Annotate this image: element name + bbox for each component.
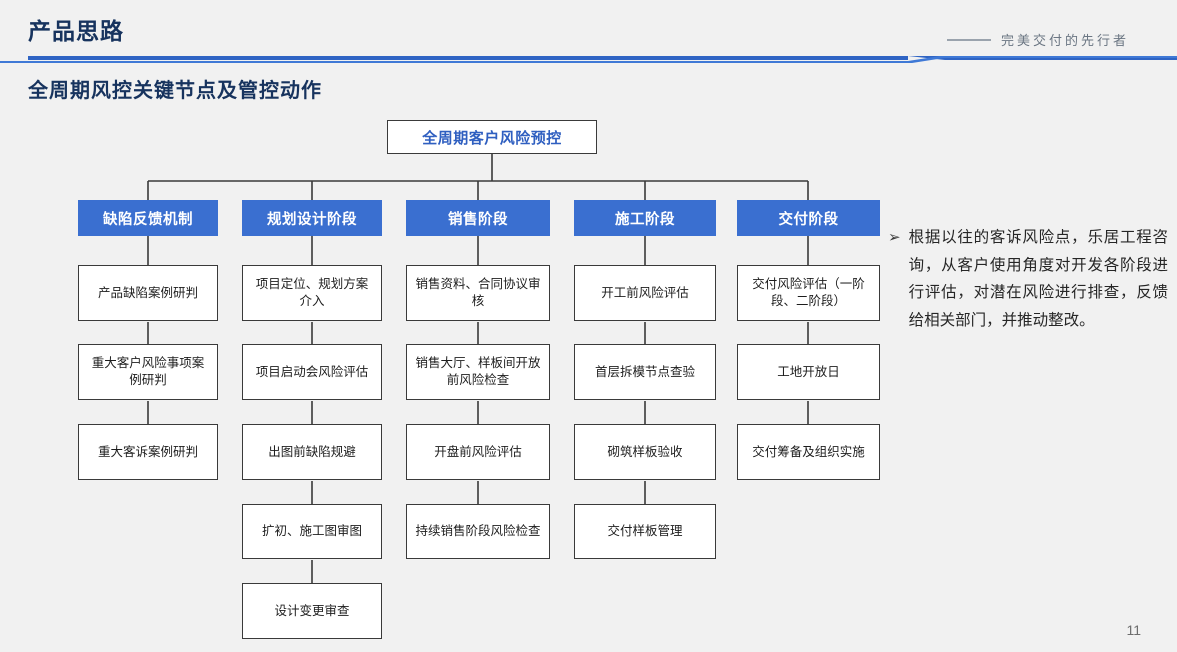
- node-c2-2[interactable]: 项目启动会风险评估: [242, 344, 382, 400]
- node-c4-1[interactable]: 开工前风险评估: [574, 265, 716, 321]
- node-c5-2[interactable]: 工地开放日: [737, 344, 880, 400]
- flowchart-column-2: 规划设计阶段 项目定位、规划方案介入 项目启动会风险评估 出图前缺陷规避 扩初、…: [242, 200, 382, 639]
- column-header-defect-feedback[interactable]: 缺陷反馈机制: [78, 200, 218, 236]
- header-divider-accent-icon: [0, 56, 1177, 63]
- flowchart-column-5: 交付阶段 交付风险评估（一阶段、二阶段） 工地开放日 交付筹备及组织实施: [737, 200, 880, 480]
- node-c2-4[interactable]: 扩初、施工图审图: [242, 504, 382, 559]
- side-note-text: 根据以往的客诉风险点，乐居工程咨询，从客户使用角度对开发各阶段进行评估，对潜在风…: [908, 229, 1168, 329]
- flowchart-column-3: 销售阶段 销售资料、合同协议审核 销售大厅、样板间开放前风险检查 开盘前风险评估…: [406, 200, 550, 559]
- flowchart-root-node[interactable]: 全周期客户风险预控: [387, 120, 597, 154]
- column-header-delivery[interactable]: 交付阶段: [737, 200, 880, 236]
- tagline-dash-icon: [946, 38, 991, 41]
- node-c2-3[interactable]: 出图前缺陷规避: [242, 424, 382, 480]
- node-c1-3[interactable]: 重大客诉案例研判: [78, 424, 218, 480]
- node-c3-1[interactable]: 销售资料、合同协议审核: [406, 265, 550, 321]
- node-c2-5[interactable]: 设计变更审查: [242, 583, 382, 639]
- node-c4-3[interactable]: 砌筑样板验收: [574, 424, 716, 480]
- node-c5-1[interactable]: 交付风险评估（一阶段、二阶段）: [737, 265, 880, 321]
- node-c4-2[interactable]: 首层拆模节点查验: [574, 344, 716, 400]
- column-header-sales[interactable]: 销售阶段: [406, 200, 550, 236]
- header-divider-bar: [28, 56, 908, 60]
- arrow-bullet-icon: ➢: [888, 229, 901, 246]
- flowchart-column-4: 施工阶段 开工前风险评估 首层拆模节点查验 砌筑样板验收 交付样板管理: [574, 200, 716, 559]
- header-divider: [0, 52, 1177, 68]
- node-c2-1[interactable]: 项目定位、规划方案介入: [242, 265, 382, 321]
- node-c3-3[interactable]: 开盘前风险评估: [406, 424, 550, 480]
- node-c3-4[interactable]: 持续销售阶段风险检查: [406, 504, 550, 559]
- section-title: 全周期风控关键节点及管控动作: [28, 80, 322, 102]
- node-c4-4[interactable]: 交付样板管理: [574, 504, 716, 559]
- node-c1-2[interactable]: 重大客户风险事项案例研判: [78, 344, 218, 400]
- column-header-planning-design[interactable]: 规划设计阶段: [242, 200, 382, 236]
- flowchart-column-1: 缺陷反馈机制 产品缺陷案例研判 重大客户风险事项案例研判 重大客诉案例研判: [78, 200, 218, 480]
- side-note: ➢ 根据以往的客诉风险点，乐居工程咨询，从客户使用角度对开发各阶段进行评估，对潜…: [888, 224, 1168, 334]
- brand-tagline: 完美交付的先行者: [946, 30, 1129, 49]
- page-number: 11: [1126, 622, 1141, 638]
- node-c3-2[interactable]: 销售大厅、样板间开放前风险检查: [406, 344, 550, 400]
- tagline-text: 完美交付的先行者: [1000, 33, 1129, 48]
- column-header-construction[interactable]: 施工阶段: [574, 200, 716, 236]
- page-title: 产品思路: [28, 18, 124, 44]
- node-c5-3[interactable]: 交付筹备及组织实施: [737, 424, 880, 480]
- node-c1-1[interactable]: 产品缺陷案例研判: [78, 265, 218, 321]
